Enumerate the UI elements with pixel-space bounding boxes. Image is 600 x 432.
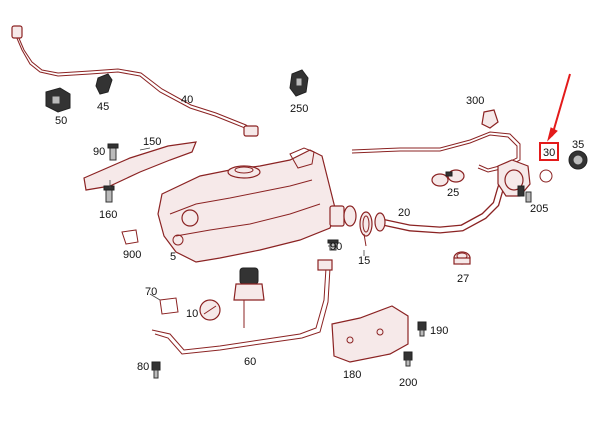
part-205-bolt bbox=[525, 191, 532, 203]
label-180: 180 bbox=[343, 369, 361, 381]
label-27: 27 bbox=[457, 273, 469, 285]
part-250-clip bbox=[289, 69, 309, 97]
part-200-bolt bbox=[403, 351, 413, 367]
label-900: 900 bbox=[123, 249, 141, 261]
label-5: 5 bbox=[170, 251, 176, 263]
label-300: 300 bbox=[466, 95, 484, 107]
part-70-bracket bbox=[159, 297, 179, 315]
part-15-clamp bbox=[359, 211, 373, 247]
label-150: 150 bbox=[143, 136, 161, 148]
part-190-bolt bbox=[417, 321, 427, 337]
highlight-marker bbox=[539, 73, 571, 161]
label-80: 80 bbox=[137, 361, 149, 373]
label-205: 205 bbox=[530, 203, 548, 215]
label-60: 60 bbox=[244, 356, 256, 368]
label-50: 50 bbox=[55, 115, 67, 127]
filler-head-assembly bbox=[497, 159, 531, 197]
label-45: 45 bbox=[97, 101, 109, 113]
label-250: 250 bbox=[290, 103, 308, 115]
part-60-tank-strap bbox=[151, 259, 333, 355]
label-40: 40 bbox=[181, 94, 193, 106]
part-90-bolt-upper bbox=[107, 143, 119, 161]
highlight-arrow-head bbox=[547, 127, 558, 142]
part-5-fuel-tank bbox=[157, 147, 357, 263]
part-25-clamps bbox=[431, 169, 465, 187]
part-20-filler-hose bbox=[374, 174, 508, 234]
label-190: 190 bbox=[430, 325, 448, 337]
label-90-lower: 90 bbox=[330, 241, 342, 253]
highlight-arrow bbox=[551, 73, 571, 137]
label-25: 25 bbox=[447, 187, 459, 199]
highlight-box bbox=[539, 142, 559, 161]
label-160: 160 bbox=[99, 209, 117, 221]
part-40-breather-line bbox=[11, 25, 259, 137]
part-27-grommet bbox=[453, 251, 471, 265]
leader-lines bbox=[109, 147, 365, 301]
label-10: 10 bbox=[186, 308, 198, 320]
part-80-bolt bbox=[151, 361, 161, 379]
label-15: 15 bbox=[358, 255, 370, 267]
vent-line-right bbox=[351, 131, 521, 173]
label-35: 35 bbox=[572, 139, 584, 151]
label-200: 200 bbox=[399, 377, 417, 389]
part-10-pump bbox=[199, 267, 265, 328]
label-70: 70 bbox=[145, 286, 157, 298]
part-160-bolt bbox=[103, 185, 115, 203]
part-50-connector bbox=[45, 87, 71, 113]
part-labels: 50 45 40 250 300 90 150 160 900 5 25 20 … bbox=[55, 94, 584, 389]
label-20: 20 bbox=[398, 207, 410, 219]
label-90-upper: 90 bbox=[93, 146, 105, 158]
part-35-cap bbox=[568, 150, 588, 170]
label-30: 30 bbox=[543, 147, 555, 159]
part-900-bracket bbox=[121, 229, 139, 245]
part-300-pad bbox=[481, 109, 499, 129]
part-45-clip bbox=[95, 73, 113, 95]
part-180-shield bbox=[331, 305, 409, 363]
part-150-bracket bbox=[83, 141, 197, 191]
part-30-seal-ring bbox=[539, 169, 553, 183]
